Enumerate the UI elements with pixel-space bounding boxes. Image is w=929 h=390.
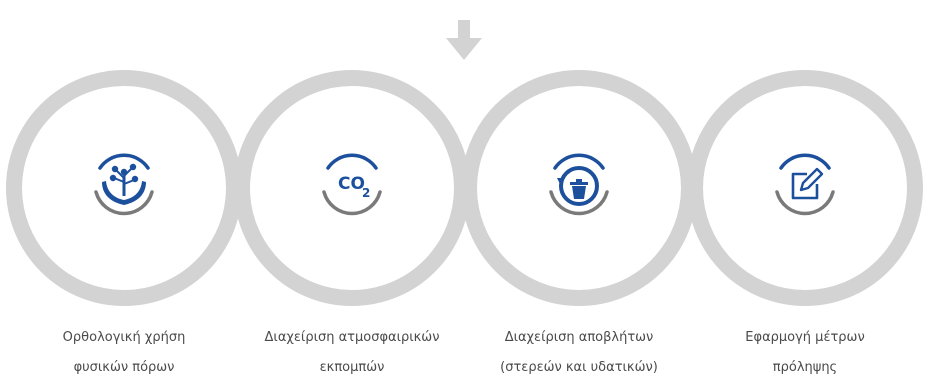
step-3-label-line-1: Διαχείριση αποβλήτων	[504, 330, 654, 345]
step-1-label-line-1: Ορθολογική χρήση	[62, 330, 186, 345]
co2-subscript: 2	[362, 186, 370, 200]
co2-text: CO	[338, 174, 365, 194]
ring-4	[687, 70, 923, 306]
step-3-label-line-2: (στερεών και υδατικών)	[500, 360, 658, 375]
step-4-label-line-2: πρόληψης	[772, 360, 838, 375]
recycle-bin-icon	[549, 153, 609, 216]
step-2-label-line-1: Διαχείριση ατμοσφαιρικών	[264, 330, 440, 345]
step-4-label: Εφαρμογή μέτρων πρόληψης	[695, 323, 915, 383]
down-arrow-icon	[446, 20, 482, 60]
plant-in-hands-icon	[94, 153, 154, 216]
step-1-label-line-2: φυσικών πόρων	[73, 360, 175, 375]
co2-icon: CO 2	[322, 153, 382, 216]
step-1-label: Ορθολογική χρήση φυσικών πόρων	[14, 323, 234, 383]
step-2-label-line-2: εκπομπών	[319, 360, 385, 375]
step-2-label: Διαχείριση ατμοσφαιρικών εκπομπών	[242, 323, 462, 383]
edit-note-icon	[775, 153, 835, 216]
step-4-label-line-1: Εφαρμογή μέτρων	[745, 330, 865, 345]
step-3-label: Διαχείριση αποβλήτων (στερεών και υδατικ…	[469, 323, 689, 383]
